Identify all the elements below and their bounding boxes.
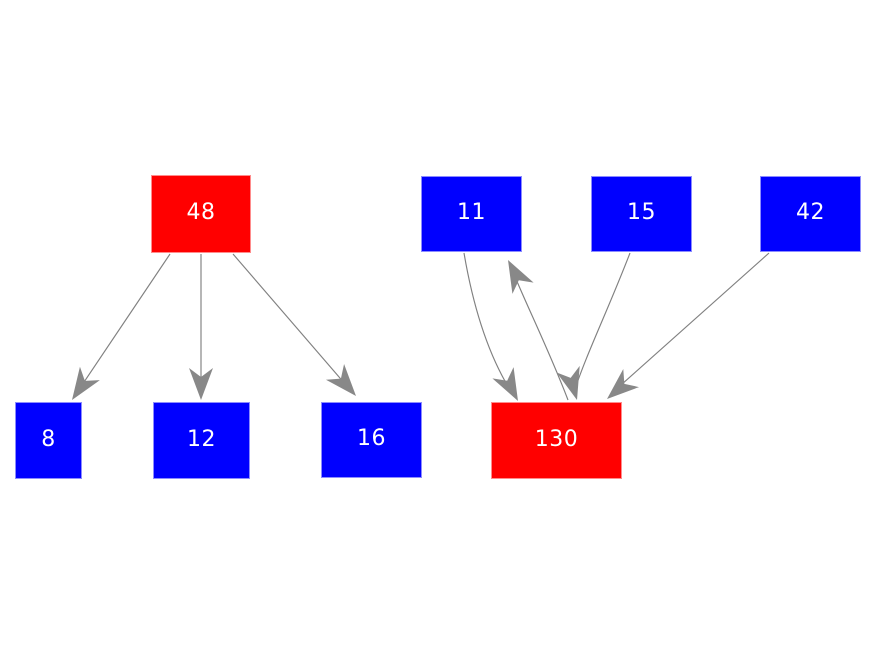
arrow-head-icon — [508, 260, 534, 294]
graph-node-label: 130 — [534, 426, 579, 452]
graph-edge — [611, 252, 770, 394]
graph-node-16[interactable]: 16 — [321, 402, 422, 478]
arrow-head-icon — [325, 363, 356, 396]
arrow-head-icon — [189, 368, 213, 400]
graph-node-8[interactable]: 8 — [15, 402, 82, 479]
graph-node-130[interactable]: 130 — [491, 402, 622, 479]
graph-edge — [75, 253, 171, 395]
graph-node-label: 16 — [357, 426, 386, 451]
graph-node-label: 11 — [457, 200, 486, 225]
graph-node-label: 8 — [41, 426, 56, 452]
graph-node-48[interactable]: 48 — [151, 175, 251, 253]
arrow-head-icon — [72, 366, 100, 400]
graph-node-12[interactable]: 12 — [153, 402, 250, 479]
graph-node-label: 15 — [627, 200, 656, 225]
graph-edge — [463, 252, 513, 394]
graph-edge — [232, 253, 353, 393]
graph-node-label: 48 — [186, 200, 216, 225]
graph-node-11[interactable]: 11 — [421, 176, 522, 252]
graph-edge — [573, 252, 631, 393]
graph-node-15[interactable]: 15 — [591, 176, 692, 252]
graph-node-label: 42 — [796, 200, 825, 225]
arrow-head-icon — [556, 365, 580, 400]
graph-node-42[interactable]: 42 — [760, 176, 861, 252]
arrow-head-icon — [492, 367, 518, 401]
graph-edge — [510, 266, 569, 401]
graph-node-label: 12 — [187, 426, 216, 452]
